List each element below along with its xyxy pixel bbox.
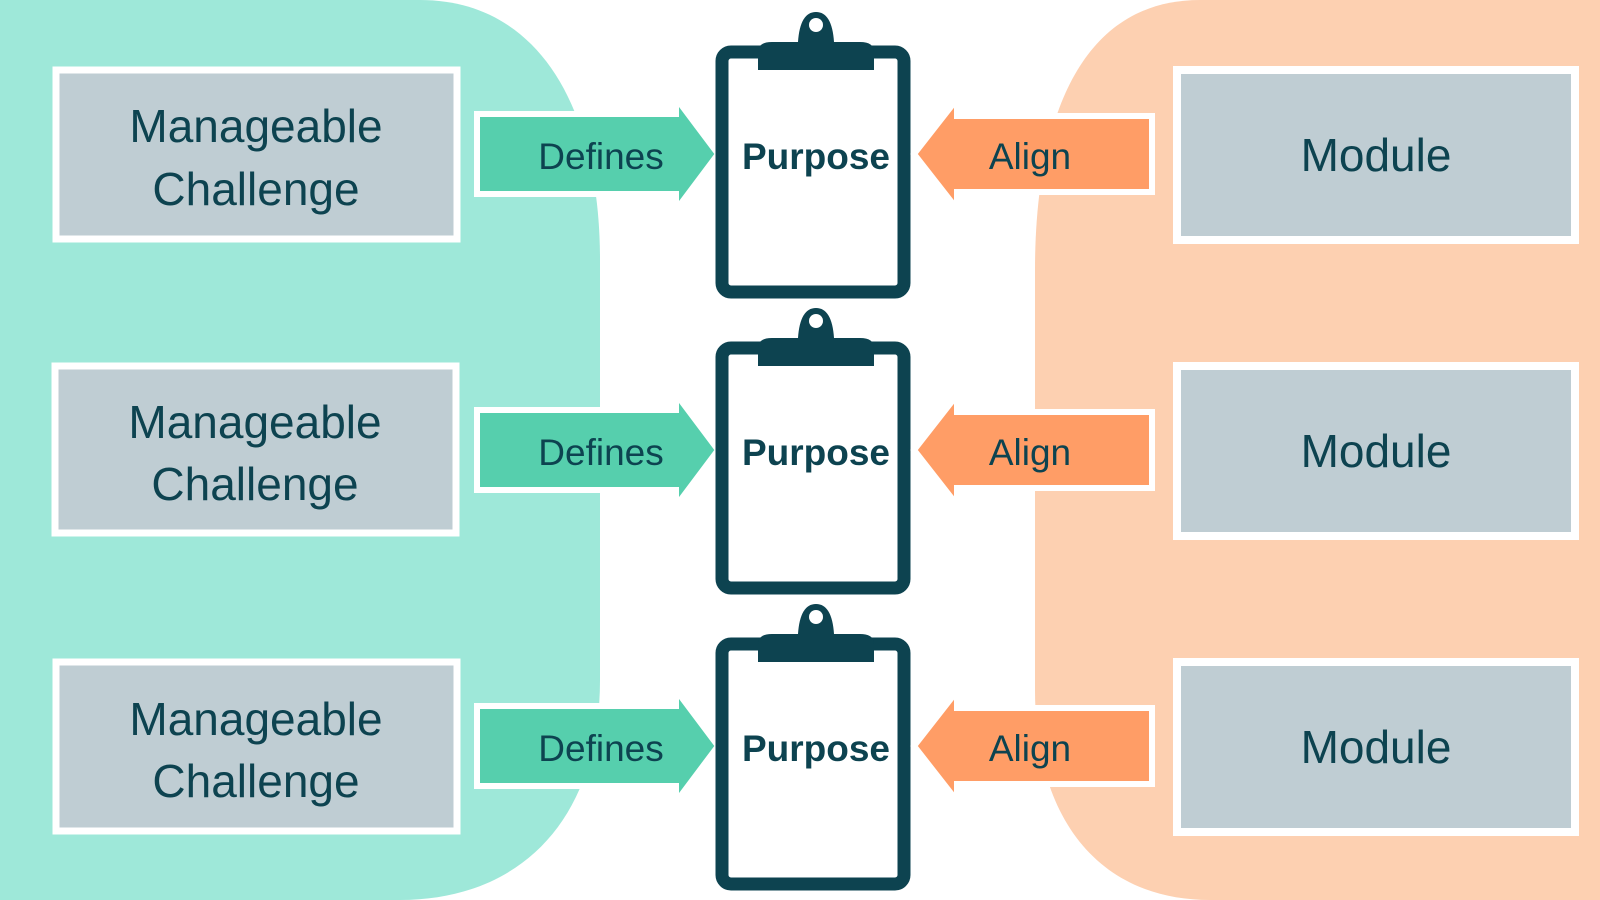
diagram-row-2: Manageable Challenge Defines Purpose Ali…	[51, 308, 1579, 595]
defines-label: Defines	[538, 136, 663, 177]
module-label: Module	[1301, 425, 1452, 477]
purpose-label: Purpose	[742, 728, 890, 769]
arrow-right-icon	[474, 681, 722, 811]
clipboard-icon	[715, 308, 911, 595]
clipboard-icon	[715, 12, 911, 299]
defines-label: Defines	[538, 432, 663, 473]
arrow-right-icon	[474, 89, 722, 219]
purpose-label: Purpose	[742, 432, 890, 473]
challenge-label-line1: Manageable	[129, 693, 382, 745]
purpose-label: Purpose	[742, 136, 890, 177]
challenge-label-line2: Challenge	[152, 755, 359, 807]
defines-label: Defines	[538, 728, 663, 769]
arrow-right-icon	[474, 385, 722, 515]
challenge-box	[51, 362, 460, 537]
challenge-label-line1: Manageable	[129, 100, 382, 152]
arrow-left-icon	[910, 682, 1155, 810]
challenge-box	[52, 658, 461, 835]
module-box	[1173, 658, 1579, 836]
arrow-left-icon	[910, 386, 1155, 514]
align-label: Align	[989, 728, 1071, 769]
align-label: Align	[989, 432, 1071, 473]
challenge-label-line2: Challenge	[151, 458, 358, 510]
module-box	[1173, 66, 1579, 244]
diagram-row-1: Manageable Challenge Defines Purpose Ali…	[52, 12, 1579, 299]
module-box	[1173, 362, 1579, 540]
module-label: Module	[1301, 129, 1452, 181]
challenge-label-line1: Manageable	[128, 396, 381, 448]
diagram-row-3: Manageable Challenge Defines Purpose Ali…	[52, 604, 1579, 891]
clipboard-icon	[715, 604, 911, 891]
module-label: Module	[1301, 721, 1452, 773]
challenge-box	[52, 66, 461, 243]
challenge-label-line2: Challenge	[152, 163, 359, 215]
arrow-left-icon	[910, 90, 1155, 218]
align-label: Align	[989, 136, 1071, 177]
